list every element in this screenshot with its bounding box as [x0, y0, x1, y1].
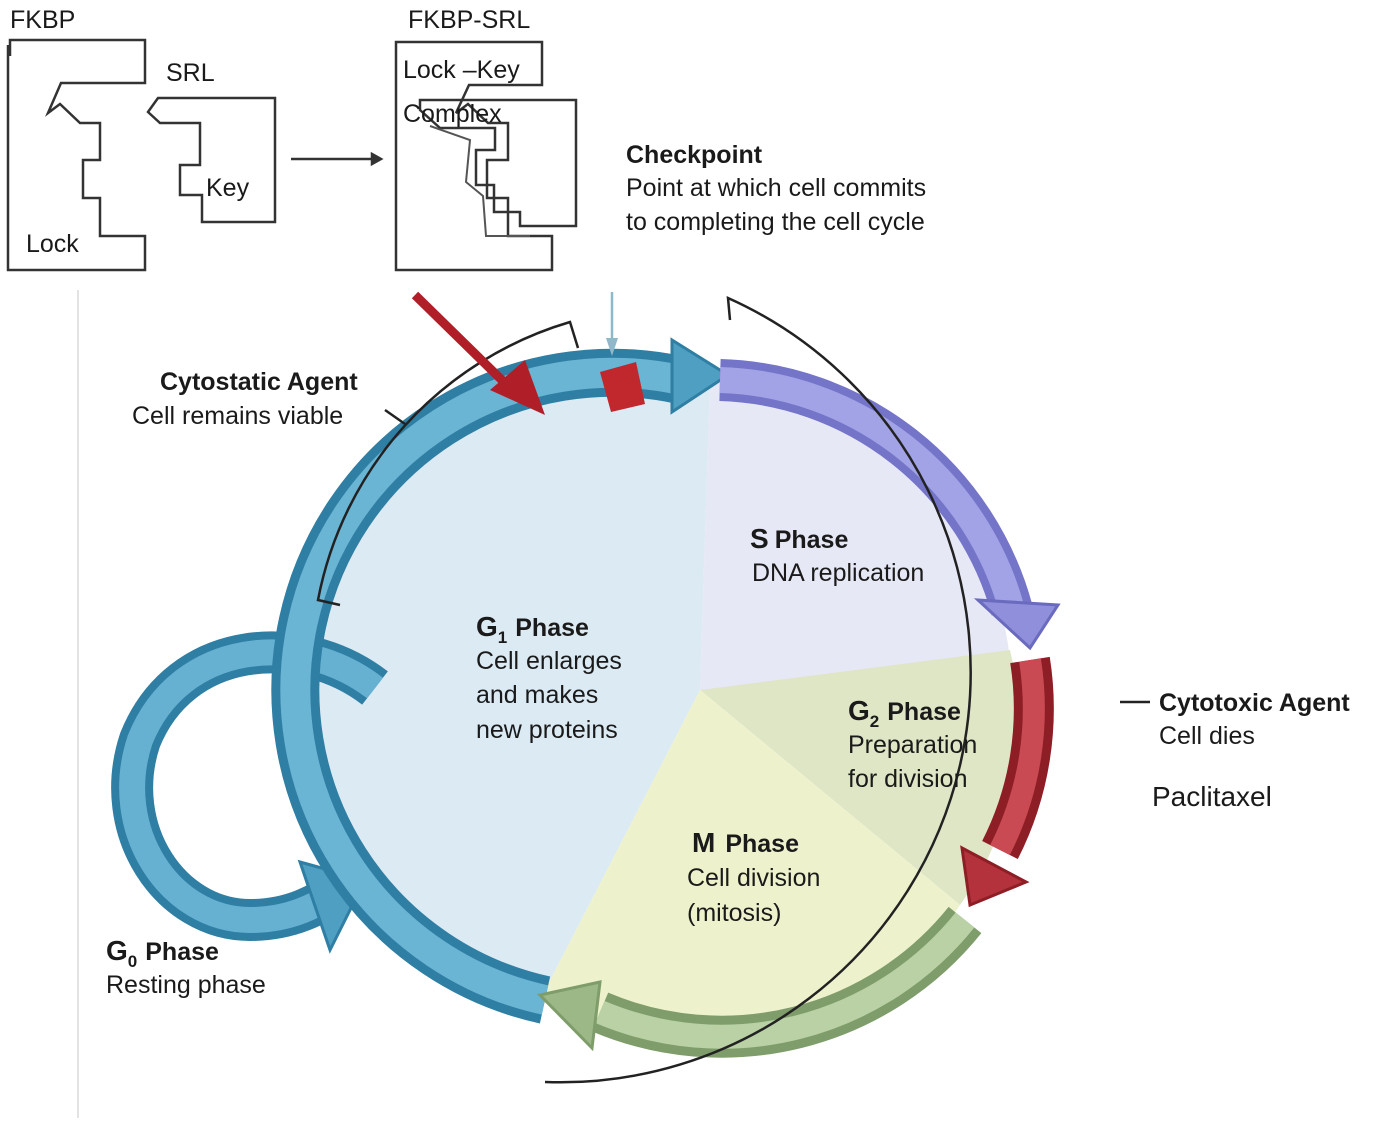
complex-key-shape [418, 98, 578, 228]
complex-title: FKBP-SRL [408, 6, 530, 34]
s-sector [700, 380, 1010, 692]
checkpoint-title: Checkpoint [626, 141, 763, 169]
cytotoxic-title: Cytotoxic Agent [1159, 689, 1350, 717]
cytostatic-title: Cytostatic Agent [160, 368, 358, 396]
g1-sector [303, 368, 710, 1000]
srl-label: SRL [166, 59, 215, 87]
lock-key-schematic [6, 38, 578, 272]
cytotoxic-bracket [544, 295, 972, 1084]
checkpoint-line2: to completing the cell cycle [626, 208, 925, 236]
paclitaxel-label: Paclitaxel [1152, 781, 1272, 812]
checkpoint-line1: Point at which cell commits [626, 174, 926, 202]
m-phase-line2: (mitosis) [687, 899, 781, 927]
cytotoxic-desc: Cell dies [1159, 722, 1255, 750]
checkpoint-marker [600, 362, 645, 412]
s-phase-line: DNA replication [752, 559, 924, 587]
lock-label: Lock [26, 230, 79, 258]
g1-phase-line3: new proteins [476, 716, 618, 744]
g2-sector [700, 650, 1019, 905]
fkbp-lock-shape [6, 38, 147, 272]
checkpoint-pointer-arrow [606, 292, 618, 356]
srl-key-shape [146, 96, 277, 224]
g2-phase-line2: for division [848, 765, 968, 793]
brackets [316, 295, 1150, 1084]
cytostatic-desc: Cell remains viable [132, 402, 343, 430]
key-label: Key [206, 174, 250, 202]
complex-line1: Lock –Key [403, 56, 520, 84]
complex-lock-shape [394, 40, 554, 272]
g2-arrow [960, 656, 1054, 908]
cytostatic-bracket [316, 320, 580, 607]
fkbp-label: FKBP [10, 6, 75, 34]
cytostatic-inhibitor-arrow [411, 291, 545, 415]
g2-phase-line1: Preparation [848, 731, 977, 759]
m-arrow [537, 906, 982, 1058]
g0-phase-line: Resting phase [106, 971, 266, 999]
complex-line2: Complex [403, 100, 502, 128]
m-sector [540, 690, 960, 1045]
phase-sectors [303, 368, 1019, 1045]
m-phase-line1: Cell division [687, 864, 820, 892]
binding-arrowhead [370, 151, 384, 167]
g1-phase-line1: Cell enlarges [476, 647, 622, 675]
g1-phase-line2: and makes [476, 681, 598, 709]
